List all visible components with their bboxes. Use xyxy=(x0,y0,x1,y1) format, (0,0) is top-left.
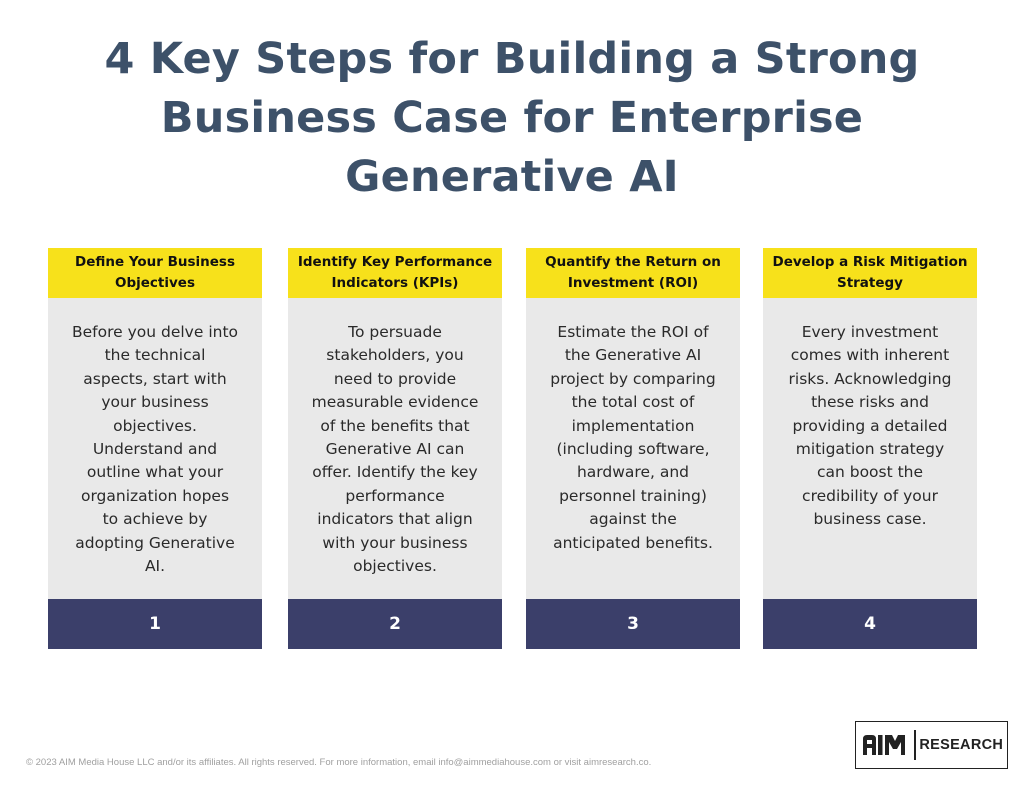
step-card-4: Develop a Risk Mitigation Strategy Every… xyxy=(763,248,977,649)
step-card-header: Develop a Risk Mitigation Strategy xyxy=(763,248,977,298)
aim-logo-mark xyxy=(856,722,914,768)
step-title-line-1: Define Your Business xyxy=(74,254,236,270)
step-body-line: the technical xyxy=(104,346,206,365)
step-body-line: organization hopes xyxy=(80,486,230,505)
step-card-1: Define Your Business Objectives Before y… xyxy=(48,248,262,649)
step-body-line: providing a detailed xyxy=(792,416,948,435)
step-body-line: hardware, and xyxy=(576,463,690,482)
step-body-line: of the benefits that xyxy=(320,416,470,435)
step-title-line-1: Identify Key Performance xyxy=(297,254,493,270)
step-body-line: need to provide xyxy=(333,369,457,388)
step-card-body: Estimate the ROI of the Generative AI proj… xyxy=(526,298,740,599)
step-body-line: mitigation strategy xyxy=(795,440,945,459)
step-body-line: with your business xyxy=(322,533,468,552)
step-body-line: objectives. xyxy=(113,416,197,435)
step-body-line: Before you delve into xyxy=(71,323,239,341)
step-body-line: to achieve by xyxy=(102,510,208,529)
step-body-line: Estimate the ROI of xyxy=(557,323,709,341)
step-card-header: Quantify the Return on Investment (ROI) xyxy=(526,248,740,298)
step-body-line: Every investment xyxy=(801,323,939,341)
step-body-line: project by comparing xyxy=(550,369,716,388)
step-title-line-2: Objectives xyxy=(115,275,195,291)
title-line-1: 4 Key Steps for Building a Strong xyxy=(104,34,920,84)
step-body-line: Generative AI can xyxy=(325,440,465,459)
aim-mark-icon xyxy=(863,735,905,755)
title-line-2: Business Case for Enterprise xyxy=(160,93,864,143)
step-card-body: Before you delve into the technical aspect… xyxy=(48,298,262,599)
copyright-text: © 2023 AIM Media House LLC and/or its af… xyxy=(26,757,652,768)
title-line-3: Generative AI xyxy=(345,152,679,202)
logo-text: RESEARCH xyxy=(919,737,1004,753)
step-body-line: indicators that align xyxy=(317,510,473,529)
step-card-body: To persuade stakeholders, you need to prov… xyxy=(288,298,502,599)
step-body-line: the total cost of xyxy=(571,393,695,412)
step-number: 1 xyxy=(48,599,262,649)
step-title-line-2: Indicators (KPIs) xyxy=(331,275,459,291)
step-number: 2 xyxy=(288,599,502,649)
step-card-body: Every investment comes with inherent risks… xyxy=(763,298,977,599)
step-body-line: personnel training) xyxy=(559,486,707,505)
step-body-line: objectives. xyxy=(353,557,437,576)
step-body-line: these risks and xyxy=(811,393,929,412)
page-title: 4 Key Steps for Building a Strong Busine… xyxy=(60,30,964,207)
step-body-line: To persuade xyxy=(348,323,442,341)
step-card-header: Identify Key Performance Indicators (KPI… xyxy=(288,248,502,298)
step-body-line: Understand and xyxy=(92,440,218,459)
step-body-line: (including software, xyxy=(556,440,710,459)
logo-divider xyxy=(914,730,916,760)
step-body-line: business case. xyxy=(813,510,927,529)
step-body-line: against the xyxy=(589,510,677,529)
step-body-line: anticipated benefits. xyxy=(553,533,713,552)
step-body-line: comes with inherent xyxy=(790,346,950,365)
step-body-line: implementation xyxy=(571,416,695,435)
step-body-line: credibility of your xyxy=(802,486,938,505)
step-body-line: adopting Generative xyxy=(75,533,235,552)
step-body-line: AI. xyxy=(144,557,166,576)
step-body-line: outline what your xyxy=(86,463,224,482)
step-body-line: can boost the xyxy=(816,463,924,482)
step-body-line: offer. Identify the key xyxy=(312,463,478,482)
step-title-line-2: Investment (ROI) xyxy=(567,275,699,291)
step-body-line: performance xyxy=(345,486,445,505)
step-number: 3 xyxy=(526,599,740,649)
step-card-header: Define Your Business Objectives xyxy=(48,248,262,298)
step-card-3: Quantify the Return on Investment (ROI) … xyxy=(526,248,740,649)
step-title-line-1: Develop a Risk Mitigation xyxy=(772,254,968,270)
step-body-line: stakeholders, you xyxy=(326,346,464,365)
step-body-line: your business xyxy=(101,393,209,412)
step-number: 4 xyxy=(763,599,977,649)
steps-row: Define Your Business Objectives Before y… xyxy=(0,248,1024,649)
step-card-2: Identify Key Performance Indicators (KPI… xyxy=(288,248,502,649)
step-body-line: aspects, start with xyxy=(83,369,227,388)
aim-research-logo: RESEARCH xyxy=(855,721,1008,769)
step-title-line-2: Strategy xyxy=(836,275,903,291)
step-body-line: risks. Acknowledging xyxy=(788,369,952,388)
step-body-line: the Generative AI xyxy=(564,346,702,365)
step-body-line: measurable evidence xyxy=(311,393,479,412)
step-title-line-1: Quantify the Return on xyxy=(545,254,721,270)
